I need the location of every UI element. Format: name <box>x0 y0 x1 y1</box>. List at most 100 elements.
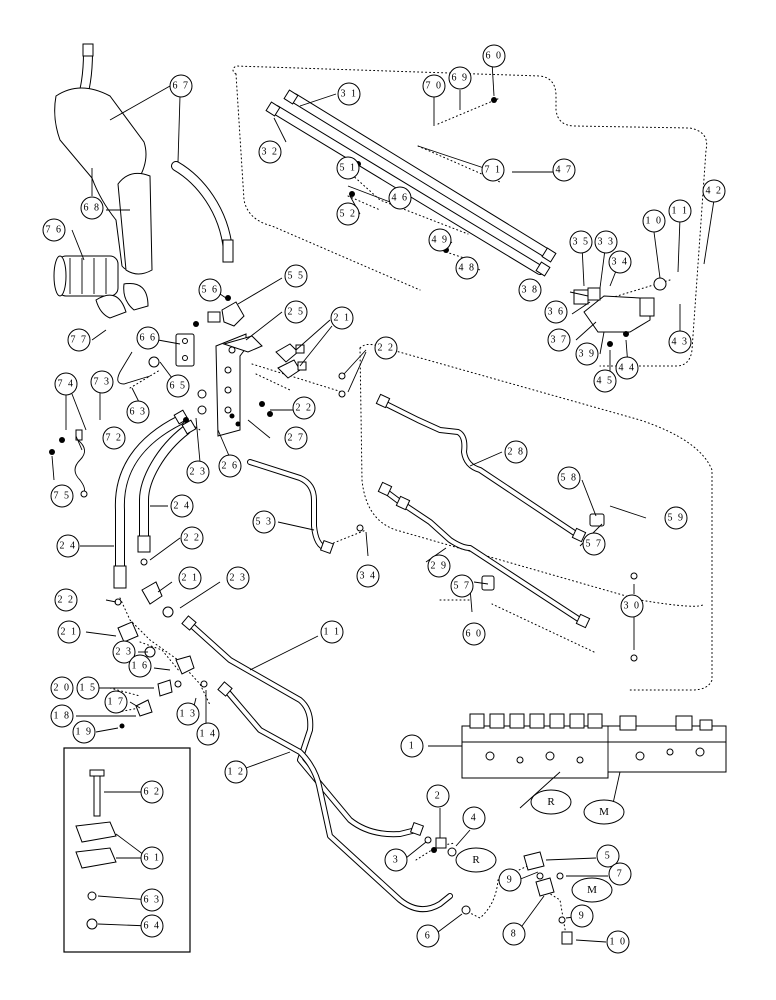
callout-label: 1 8 <box>54 711 71 722</box>
callout-label: 4 5 <box>597 376 614 387</box>
callout-circle <box>504 440 528 464</box>
callout-circle <box>426 784 450 808</box>
callout-label: 2 0 <box>54 683 71 694</box>
fitting-15[interactable] <box>157 679 173 697</box>
callout-label: 3 9 <box>579 349 596 360</box>
callout-label: 9 <box>579 911 586 922</box>
callout-label: 2 5 <box>288 307 305 318</box>
callout-21: 2 1 <box>57 620 81 644</box>
callout-circle <box>320 620 344 644</box>
callout-7: 7 <box>608 862 632 886</box>
callout-circle <box>606 930 630 954</box>
callout-label: 7 5 <box>54 491 71 502</box>
callout-circle <box>388 186 412 210</box>
callout-circle <box>284 264 308 288</box>
valve-block-1[interactable] <box>461 713 727 779</box>
callout-43: 4 3 <box>668 330 692 354</box>
callout-circle <box>575 342 599 366</box>
callout-circle <box>102 426 126 450</box>
fitting-10-lower[interactable] <box>561 931 573 945</box>
callout-63: 6 3 <box>126 400 150 424</box>
callout-label: 2 1 <box>61 627 78 638</box>
fitting-16[interactable] <box>175 655 195 675</box>
hose-67-lower[interactable] <box>171 161 234 263</box>
callout-35: 3 5 <box>569 230 593 254</box>
fitting-8[interactable] <box>535 877 555 897</box>
callout-label: 2 6 <box>222 461 239 472</box>
tube-12[interactable] <box>217 681 453 913</box>
callout-circle <box>218 454 242 478</box>
callout-12: 1 2 <box>224 760 248 784</box>
callout-circle <box>178 566 202 590</box>
callout-circle <box>336 156 360 180</box>
callout-label: 7 3 <box>94 377 111 388</box>
callout-circle <box>140 888 164 912</box>
fitting-17[interactable] <box>135 699 153 717</box>
callout-circle <box>428 228 452 252</box>
callout-circle <box>620 594 644 618</box>
callout-label: 4 9 <box>432 235 449 246</box>
callout-label: 3 5 <box>573 237 590 248</box>
callout-11: 1 1 <box>668 199 692 223</box>
callout-circle <box>570 904 594 928</box>
fitting-5[interactable] <box>523 851 545 871</box>
callout-circle <box>54 588 78 612</box>
tube-28[interactable] <box>375 393 587 543</box>
fitting-2[interactable] <box>435 837 447 849</box>
leader-lines <box>51 61 715 943</box>
tube-11[interactable] <box>181 615 425 838</box>
callout-label: 7 <box>617 869 624 880</box>
callout-73: 7 3 <box>90 370 114 394</box>
callout-27: 2 7 <box>284 426 308 450</box>
tube-53[interactable] <box>247 459 335 555</box>
callout-58: 5 8 <box>557 466 581 490</box>
fitting-21-top[interactable] <box>275 343 307 379</box>
callout-circle <box>481 158 505 182</box>
callout-label: 5 7 <box>454 581 471 592</box>
protective-sleeve-76 <box>53 255 119 297</box>
callout-circle <box>502 922 526 946</box>
callout-64: 6 4 <box>140 914 164 938</box>
callout-label: 1 9 <box>76 727 93 738</box>
callout-circle <box>54 372 78 396</box>
callout-8: 8 <box>502 922 526 946</box>
callout-label: 3 2 <box>262 147 279 158</box>
callout-11: 1 1 <box>320 620 344 644</box>
callout-74: 7 4 <box>54 372 78 396</box>
callout-label: 1 <box>409 741 416 752</box>
callout-label: 6 0 <box>466 629 483 640</box>
callout-label: 1 1 <box>324 627 341 638</box>
hose-31[interactable] <box>283 89 557 263</box>
fitting-21-mid[interactable] <box>117 581 163 643</box>
callout-34: 3 4 <box>608 250 632 274</box>
callout-45: 4 5 <box>593 369 617 393</box>
callout-circle <box>112 640 136 664</box>
callout-circle <box>544 300 568 324</box>
callout-circle <box>284 426 308 450</box>
callout-label: 4 6 <box>392 193 409 204</box>
callout-label: 5 7 <box>586 539 603 550</box>
callout-circle <box>258 140 282 164</box>
hose-32[interactable] <box>265 101 551 277</box>
hose-24-left[interactable] <box>113 409 197 589</box>
callout-label: 1 1 <box>672 206 689 217</box>
fitting-55[interactable] <box>207 301 245 327</box>
motor-assembly-39[interactable] <box>573 277 667 333</box>
callout-label: 5 1 <box>340 163 357 174</box>
callout-circle <box>56 534 80 558</box>
callout-label: 1 3 <box>180 709 197 720</box>
tube-29[interactable] <box>377 481 591 629</box>
callout-label: 9 <box>507 875 514 886</box>
callout-29: 2 9 <box>427 554 451 578</box>
callout-24: 2 4 <box>170 494 194 518</box>
callout-circle <box>292 396 316 420</box>
callout-circle <box>557 466 581 490</box>
callout-label: 7 7 <box>71 335 88 346</box>
callout-34: 3 4 <box>356 564 380 588</box>
bracket-25[interactable] <box>215 333 263 437</box>
callout-label: 6 0 <box>486 51 503 62</box>
callout-71: 7 1 <box>481 158 505 182</box>
callout-14: 1 4 <box>196 722 220 746</box>
